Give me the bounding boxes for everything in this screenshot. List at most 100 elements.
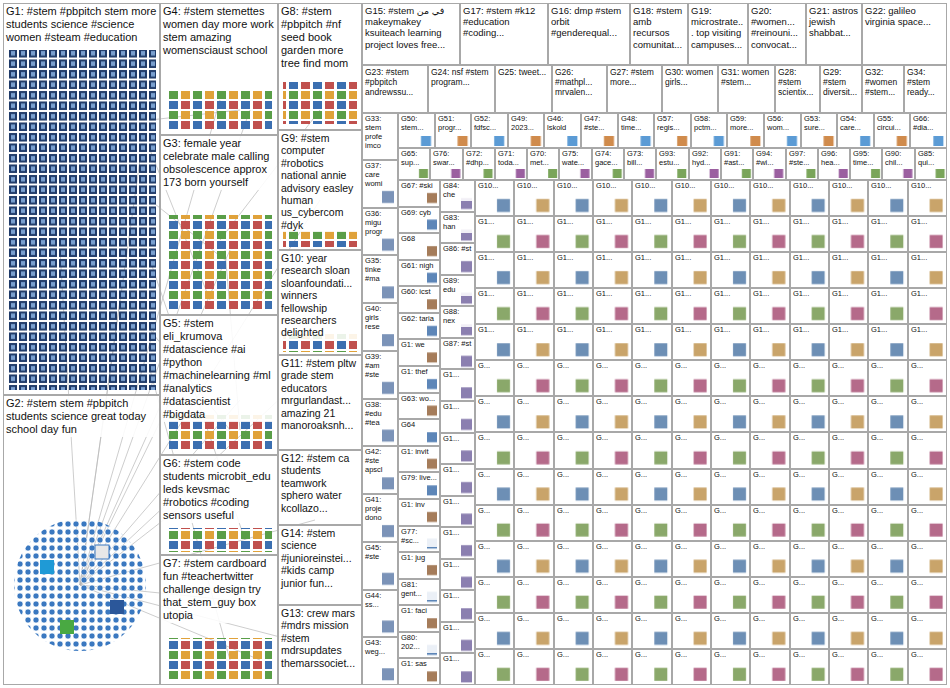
group-label: G1... [441,591,474,602]
group-box: G90: chil... [882,148,915,180]
group-label: G10... [476,181,513,192]
group-label: G... [830,361,867,372]
group-label: G1... [441,528,474,539]
group-box: G86: #st [440,243,475,275]
group-label: G... [791,614,828,625]
group-box: G1: jug [398,552,440,579]
group-box: G... [593,360,632,396]
group-label: G1... [712,253,749,264]
group-label: G10: year research sloan sloanfoundati..… [279,251,361,340]
group-label: G10... [515,181,553,192]
group-label: G1... [633,217,671,228]
group-box: G1... [672,252,711,288]
group-label: G1... [751,325,789,336]
group-label: G... [594,578,631,589]
group-label: G1... [515,289,553,300]
group-box: G... [554,360,593,396]
vertex-cluster [14,519,146,651]
group-label: G... [909,542,946,553]
group-label: G1... [673,217,710,228]
group-box: G48: time... [618,113,654,148]
group-label: G1... [515,217,553,228]
group-box: G1... [711,216,750,252]
group-box: G... [790,432,829,469]
group-label: G... [515,614,553,625]
group-box: G1... [829,216,868,252]
group-label: G... [791,397,828,408]
group-box: G1... [632,324,672,360]
group-box: G55: circui... [874,113,910,148]
group-label: G1... [673,289,710,300]
group-box: G61: nigh [398,260,440,286]
group-box: G1... [593,288,632,324]
group-box: G60: icst [398,286,440,313]
vertex-grid [8,50,156,390]
group-label: G... [633,578,671,589]
group-label: G19: microstrate... top visiting campuse… [689,4,747,51]
group-label: G10... [909,181,946,192]
group-label: G... [673,506,710,517]
group-box: G... [672,432,711,469]
group-box: G... [790,541,829,577]
group-box: G1: thef [398,366,440,393]
group-box: G59: more... [727,113,764,148]
vertex-cluster [168,215,272,310]
group-label: G... [594,614,631,625]
group-box: G10... [750,180,790,216]
group-label: G47: #ste... [582,114,617,134]
group-label: G... [909,397,946,408]
group-box: G... [711,541,750,577]
group-box: G... [711,360,750,396]
group-label: G... [476,650,513,661]
group-box: G1: #stem #pbpitch stem more students sc… [3,3,160,395]
group-label: G62: taria [399,314,439,325]
group-label: G... [555,542,592,553]
group-label: G1... [515,253,553,264]
group-box: G74: gace... [592,148,624,180]
group-box: G... [554,649,593,685]
group-label: G1... [441,654,474,665]
group-label: G33: stem profe imco [363,114,397,151]
group-box: G23: #stem #pbpitch andrewssu... [362,65,428,113]
group-label: G18: #stem amb recursos comunitat... [631,4,687,51]
group-box: G73: bill... [624,148,656,180]
group-label: G1: thef [399,367,439,378]
group-label: G1... [555,217,592,228]
group-box: G15: #stem في من makeymakey ksuiteach le… [362,3,460,65]
group-label: G1... [909,325,946,336]
group-label: G44: ss... [363,591,397,611]
group-label: G6: #stem code students microbit_edu led… [161,456,277,523]
vertex-icon [110,600,124,614]
group-label: G1... [441,465,474,476]
group-box: G83: han [440,212,475,243]
group-box: G5: #stem eli_krumova #datascience #ai #… [160,315,278,455]
group-box: G1... [790,324,829,360]
group-label: G76: swar... [431,149,462,169]
group-label: G81: gent... [399,580,439,600]
group-label: G93: estu... [657,149,688,169]
group-label: G1: inv [399,500,439,511]
group-box: G64 [398,419,440,446]
group-label: G... [594,361,631,372]
group-label: G23: #stem #pbpitch andrewssu... [363,66,427,98]
group-label: G1... [594,217,631,228]
group-box: G1... [868,252,908,288]
group-label: G72: #dhp... [464,149,494,169]
group-box: G10: year research sloan sloanfoundati..… [278,250,362,355]
group-label: G73: bill... [625,149,655,169]
group-label: G4: #stem stemettes women day more work … [161,4,277,58]
group-label: G61: nigh [399,261,439,272]
group-box: G... [593,541,632,577]
group-box: G62: taria [398,313,440,339]
group-box: G42: #ste apscl [362,446,398,494]
group-box: G... [593,649,632,685]
group-label: G79: live... [399,473,439,484]
group-box: G58: pctm... [691,113,727,148]
group-box: G... [475,396,514,432]
group-label: G1: jug [399,553,439,564]
group-box: G... [829,613,868,649]
group-box: G... [908,469,947,505]
group-box: G14: #stem science #junioreinstei... #ki… [278,525,362,605]
group-label: G... [791,542,828,553]
group-label: G48: time... [619,114,653,134]
